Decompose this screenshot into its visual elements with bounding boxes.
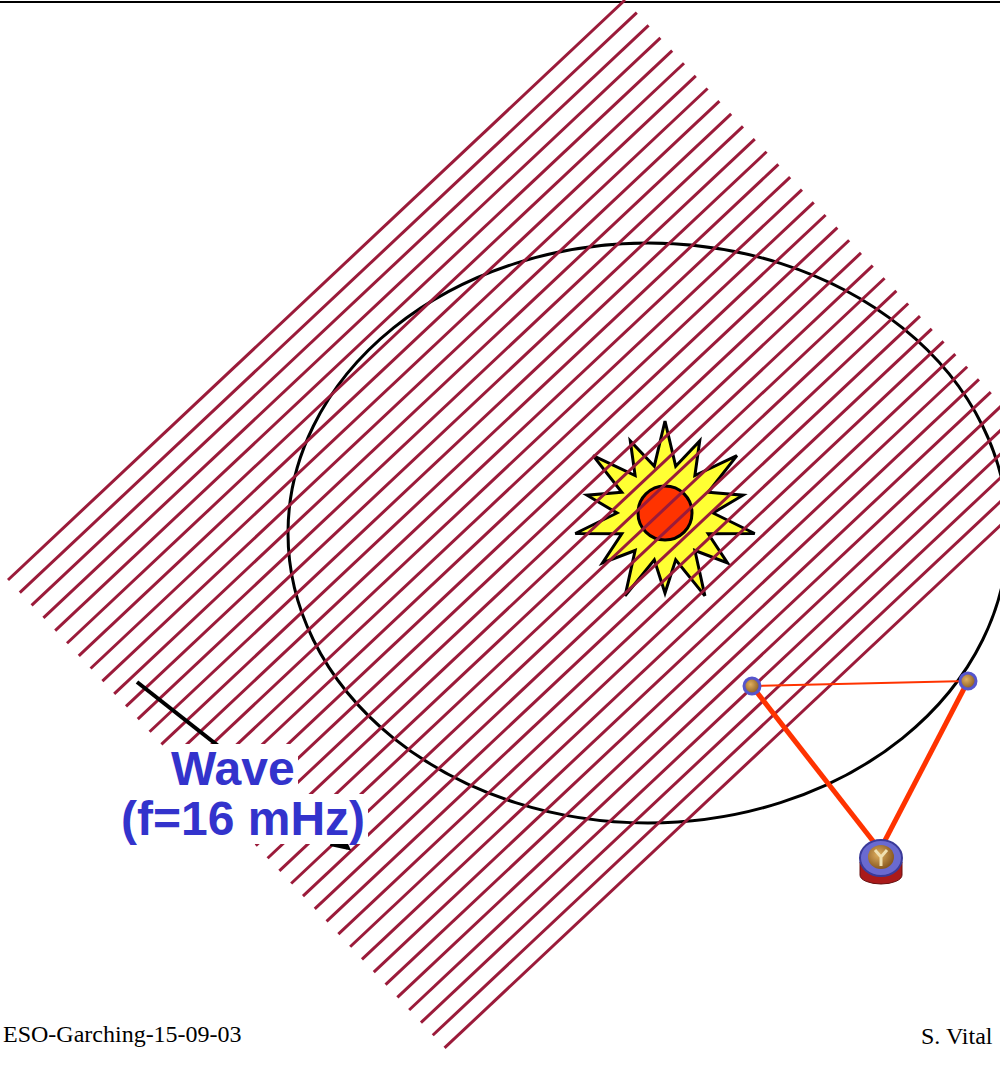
spacecraft [744, 678, 760, 694]
lisa-constellation [744, 673, 976, 884]
wavefront-line [138, 139, 755, 719]
wavefront-line [268, 278, 885, 858]
wavefront-line [8, 0, 625, 580]
wavefront-line [55, 51, 672, 631]
wavefronts [8, 0, 1000, 1048]
wavefront-line [315, 329, 932, 909]
laser-arm [752, 686, 880, 850]
footer-author: S. Vital [918, 1024, 995, 1049]
wavefront-line [102, 101, 719, 681]
wavefront-line [114, 114, 731, 694]
spacecraft-ring [860, 840, 902, 876]
wavefront-line [91, 89, 708, 669]
wavefront-line [374, 392, 991, 972]
wavefront-line [209, 215, 826, 795]
wavefront-line [256, 266, 873, 846]
wavefront-line [185, 190, 802, 770]
wavefront-line [220, 228, 837, 808]
wavefront-line [350, 367, 967, 947]
wavefront-line [291, 304, 908, 884]
spacecraft [860, 840, 902, 884]
wavefront-line [397, 417, 1000, 997]
frequency-label: (f=16 mHz) [118, 794, 368, 844]
wavefront-line [386, 405, 1000, 985]
wavefront-line [338, 354, 955, 934]
spacecraft-core [868, 845, 894, 869]
wavefront-line [362, 379, 979, 959]
wavefront-line [43, 38, 660, 618]
wave-label: Wave [168, 744, 298, 794]
wavefront-line [445, 468, 1000, 1048]
wavefront-line [232, 240, 849, 820]
laser-arm [752, 681, 968, 686]
wavefront-line [150, 152, 767, 732]
wavefront-line [303, 316, 920, 896]
telescope-mark [875, 850, 887, 866]
wavefront-line [421, 443, 1000, 1023]
footer-venue: ESO-Garching-15-09-03 [0, 1022, 245, 1047]
wavefront-line [32, 25, 649, 605]
wavefront-line [67, 63, 684, 643]
wavefront-line [173, 177, 790, 757]
wavefront-line [197, 202, 814, 782]
wavefront-line [20, 13, 637, 593]
wavefront-line [79, 76, 696, 656]
wavefront-line [161, 164, 778, 744]
top-rule [0, 1, 1000, 3]
wavefront-line [279, 291, 896, 871]
spacecraft [960, 673, 976, 689]
wavefront-line [409, 430, 1000, 1010]
wavefront-line [327, 341, 944, 921]
wavefront-line [126, 126, 743, 706]
wavefront-line [244, 253, 861, 833]
laser-arm [880, 681, 968, 850]
wavefront-line [433, 455, 1000, 1035]
